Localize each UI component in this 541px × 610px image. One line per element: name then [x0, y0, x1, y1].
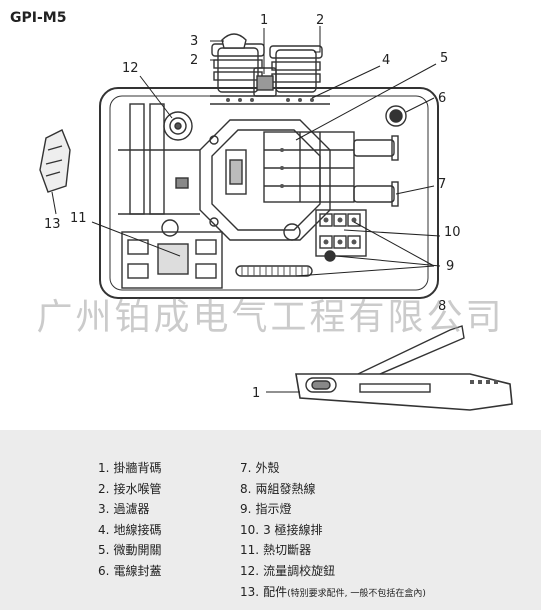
legend-item-number: 13. [240, 584, 260, 599]
callout-8: 8 [438, 299, 446, 314]
legend-item: 1.掛牆背碼 [98, 458, 161, 479]
legend-item-label: 熱切斷器 [263, 543, 312, 558]
legend-item-number: 2. [98, 481, 110, 496]
legend-item-label: 兩組發熱線 [255, 481, 316, 496]
legend-item-label: 地線接碼 [113, 522, 162, 537]
callout-5: 5 [440, 51, 448, 66]
legend-item-number: 9. [240, 502, 252, 517]
legend-item-label: 過濾器 [113, 502, 150, 517]
callout-6: 6 [438, 91, 446, 106]
legend-item: 8.兩組發熱線 [240, 479, 426, 500]
cable-cap [385, 105, 407, 127]
callout-13: 13 [44, 217, 61, 232]
callout-1-top: 1 [260, 13, 268, 28]
heater-diagram: GPI-M5 [10, 10, 513, 411]
callout-2-left: 2 [190, 53, 198, 68]
diagram-title: GPI-M5 [10, 10, 66, 26]
heating-chamber [199, 119, 331, 241]
legend-item-number: 12. [240, 563, 260, 578]
legend-item: 13.配件(特別要求配件, 一般不包括在盒內) [240, 582, 426, 603]
legend-item-label: 微動開關 [113, 543, 162, 558]
legend-item-number: 6. [98, 563, 110, 578]
legend-item-label: 外殼 [255, 461, 280, 475]
legend-item: 6.電線封蓋 [98, 561, 161, 582]
indicator-lamp [324, 250, 336, 262]
heating-coil [235, 265, 313, 277]
legend-item-label: 接水喉管 [113, 481, 162, 496]
accessory [39, 129, 71, 193]
thermal-cutout [121, 231, 223, 289]
callout-4: 4 [382, 53, 390, 68]
diagram-area: GPI-M5 [10, 10, 513, 411]
callout-7: 7 [438, 177, 446, 192]
callout-9: 9 [446, 259, 454, 274]
legend-item-label: 流量調校旋鈕 [263, 563, 336, 578]
legend-item-number: 5. [98, 543, 110, 558]
legend-item: 2.接水喉管 [98, 479, 161, 500]
legend-item-number: 8. [240, 481, 252, 496]
callout-2-top: 2 [316, 13, 324, 28]
legend-item-label: 掛牆背碼 [113, 461, 162, 475]
callout-12: 12 [122, 61, 139, 76]
legend-item-number: 4. [98, 522, 110, 537]
legend-item: 12.流量調校旋鈕 [240, 561, 426, 582]
legend-item: 5.微動開關 [98, 540, 161, 561]
callout-10: 10 [444, 225, 461, 240]
legend-item-note: (特別要求配件, 一般不包括在盒內) [287, 588, 426, 599]
legend-item: 3.過濾器 [98, 499, 161, 520]
legend-item-number: 3. [98, 502, 110, 517]
legend-item: 11.熱切斷器 [240, 540, 426, 561]
legend-item: 10.3 極接線排 [240, 520, 426, 541]
filter-cap [221, 33, 247, 49]
pipe-right [275, 49, 317, 93]
legend-item-number: 10. [240, 522, 260, 537]
legend-item: 4.地線接碼 [98, 520, 161, 541]
legend-item: 7.外殼 [240, 458, 426, 479]
wall-bracket [295, 373, 513, 411]
callout-1-bottom: 1 [252, 386, 260, 401]
legend-item-number: 11. [240, 543, 260, 558]
legend-item-label: 配件 [263, 584, 288, 599]
callout-3: 3 [190, 34, 198, 49]
legend-item-number: 7. [240, 461, 252, 475]
legend-item-label: 電線封蓋 [113, 563, 162, 578]
legend-item: 9.指示燈 [240, 499, 426, 520]
micro-switch [263, 131, 355, 203]
legend-item-label: 3 極接線排 [263, 522, 323, 537]
pipe-left [217, 47, 259, 93]
callout-11: 11 [70, 211, 87, 226]
legend-item-number: 1. [98, 461, 110, 475]
legend-item-label: 指示燈 [255, 502, 292, 517]
